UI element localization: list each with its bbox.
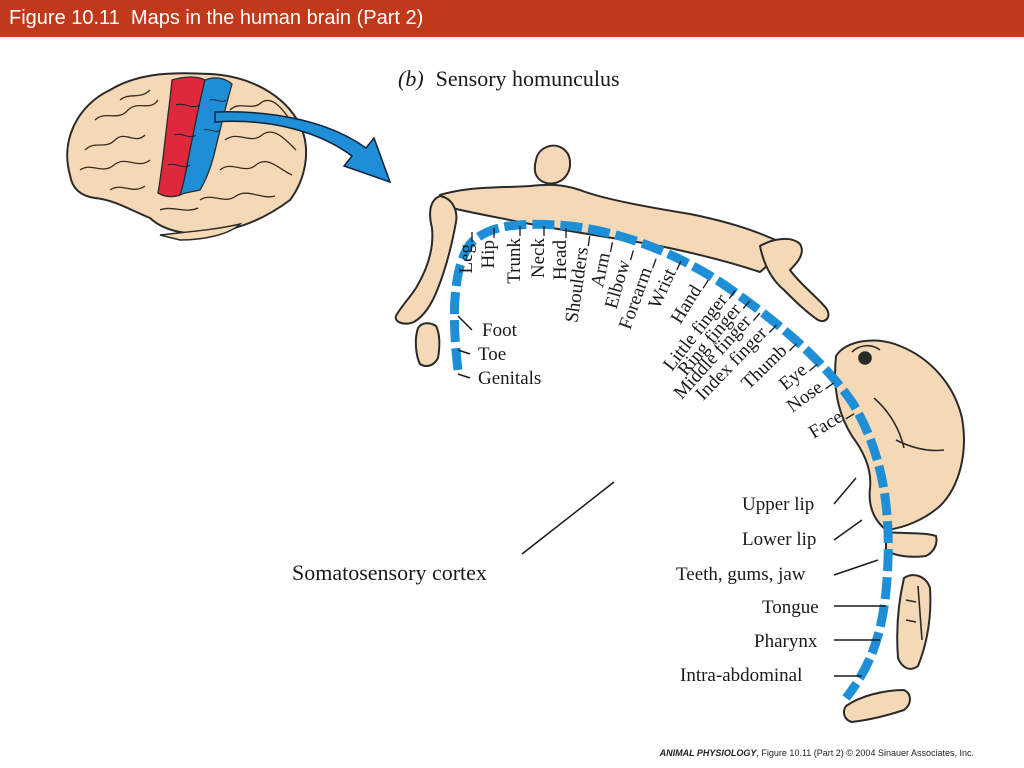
leader-line <box>652 258 657 269</box>
title-bar: Figure 10.11 Maps in the human brain (Pa… <box>0 0 1024 37</box>
label-leg: Leg <box>456 244 477 274</box>
panel-title: (b) Sensory homunculus <box>398 66 620 91</box>
label-lower-lip: Lower lip <box>742 529 816 550</box>
label-teeth-gums-jaw: Teeth, gums, jaw <box>676 564 806 585</box>
leader-line <box>768 324 777 334</box>
leader-line <box>788 343 798 352</box>
somatosensory-cortex-strip <box>178 77 233 197</box>
face-details <box>851 344 945 641</box>
leader-line <box>702 279 709 289</box>
label-pharynx: Pharynx <box>754 631 818 652</box>
somatosensory-arc <box>449 219 893 701</box>
label-foot: Foot <box>482 320 518 341</box>
leader-line <box>609 242 614 253</box>
label-intra-abdominal: Intra-abdominal <box>680 665 802 686</box>
part-label: (b) <box>398 66 424 91</box>
label-upper-lip: Upper lip <box>742 494 814 515</box>
label-head: Head <box>550 240 571 281</box>
credit-book: ANIMAL PHYSIOLOGY <box>659 748 757 758</box>
label-genitals: Genitals <box>478 368 541 389</box>
cortex-leader-line <box>521 481 615 555</box>
label-neck: Neck <box>528 238 549 279</box>
slide-title: Figure 10.11 Maps in the human brain (Pa… <box>9 7 424 29</box>
leader-line <box>752 312 761 321</box>
leader-line <box>809 363 818 372</box>
leader-line <box>742 300 751 309</box>
leader-line <box>825 382 835 390</box>
pointer-arrow <box>214 111 392 184</box>
panel-subtitle: Sensory homunculus <box>436 66 620 91</box>
label-toe: Toe <box>478 344 506 365</box>
leader-line <box>629 250 634 261</box>
label-hip: Hip <box>478 240 499 269</box>
label-tongue: Tongue <box>762 597 819 618</box>
leader-line <box>587 236 591 247</box>
leader-line <box>676 260 682 271</box>
credit-rest: , Figure 10.11 (Part 2) © 2004 Sinauer A… <box>756 748 974 758</box>
credit-line: ANIMAL PHYSIOLOGY, Figure 10.11 (Part 2)… <box>660 748 974 758</box>
leader-line <box>728 290 736 299</box>
homunculus-diagram: (b) Sensory homunculus Leg <box>66 66 965 723</box>
label-trunk: Trunk <box>504 238 525 284</box>
brain-illustration <box>66 72 307 241</box>
cortex-label: Somatosensory cortex <box>292 560 487 585</box>
leader-line <box>845 413 855 420</box>
